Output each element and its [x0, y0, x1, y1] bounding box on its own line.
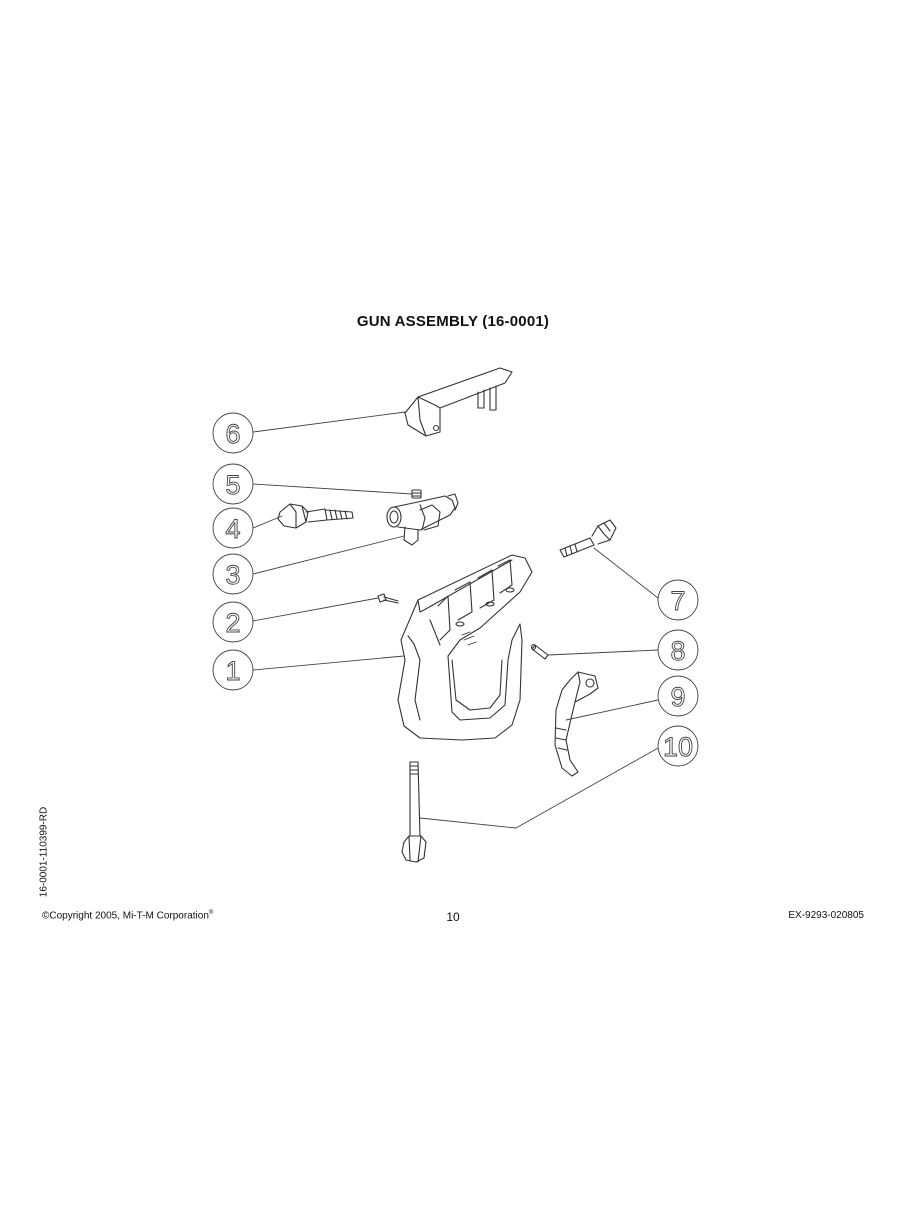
- callout-2: 2: [225, 608, 240, 638]
- callout-circles: [212, 412, 699, 767]
- part-3-valve-body: [386, 493, 459, 546]
- part-8-pin: [530, 643, 549, 660]
- callout-4: 4: [225, 514, 240, 544]
- part-7-fitting: [559, 519, 617, 558]
- part-9-trigger: [554, 671, 599, 777]
- footer-copyright: ©Copyright 2005, Mi-T-M Corporation®: [42, 910, 213, 921]
- callout-1: 1: [225, 656, 240, 686]
- part-1-handle: [397, 554, 533, 741]
- part-6-cover: [404, 367, 513, 437]
- page-number: 10: [446, 910, 460, 924]
- callout-3: 3: [225, 560, 240, 590]
- registered-mark: ®: [208, 910, 214, 916]
- part-10-tube: [401, 761, 427, 863]
- callout-7: 7: [670, 586, 685, 616]
- callout-5: 5: [225, 470, 240, 500]
- callout-8: 8: [670, 636, 685, 666]
- callout-10: 10: [663, 732, 693, 762]
- part-5-setscrew: [411, 489, 422, 499]
- side-document-code: 16-0001-110399-RD: [38, 806, 50, 898]
- part-4-stem: [277, 503, 354, 529]
- part-2-screw: [377, 593, 399, 604]
- leader-lines: [252, 411, 659, 829]
- copyright-text: ©Copyright 2005, Mi-T-M Corporation: [42, 910, 209, 922]
- callout-6: 6: [225, 419, 240, 449]
- callout-9: 9: [670, 682, 685, 712]
- footer-doc-code: EX-9293-020805: [788, 910, 864, 921]
- page-title: GUN ASSEMBLY (16-0001): [356, 313, 550, 330]
